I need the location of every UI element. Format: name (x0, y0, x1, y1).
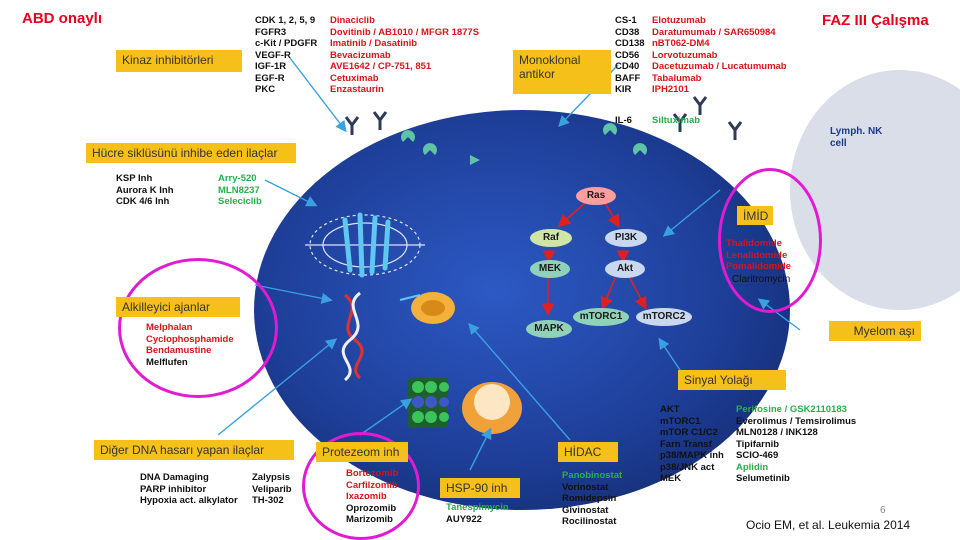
page-number: 6 (880, 505, 886, 516)
aggresome (462, 382, 522, 434)
phase3-header: FAZ III Çalışma (822, 12, 929, 29)
claritromycin-label: Claritromycin (732, 274, 791, 285)
pathway-arrows (541, 202, 647, 317)
tag-signal: Sinyal Yolağı (678, 370, 786, 390)
chromosomes (342, 212, 391, 278)
antibody-icons (344, 96, 743, 140)
tag-proteasome: Protezeom inh (316, 442, 408, 462)
node-mek: MEK (530, 260, 570, 278)
dna-helix (341, 291, 364, 382)
node-pi3k: PI3K (605, 229, 647, 247)
tag-cellcycle: Hücre siklüsünü inhibe eden ilaçlar (86, 143, 296, 163)
node-ras: Ras (576, 187, 616, 205)
tag-hdac: HİDAC (558, 442, 618, 462)
tag-kinase: Kinaz inhibitörleri (116, 50, 242, 72)
receptor-icons (401, 123, 647, 165)
mitotic-spindle (305, 214, 425, 276)
tag-imid: İMİD (737, 206, 773, 225)
tag-monoclonal: Monoklonal antikor (513, 50, 611, 94)
circle-proteasome (302, 432, 420, 540)
nucleosome (399, 292, 455, 324)
approved-header: ABD onaylı (22, 10, 103, 27)
node-raf: Raf (530, 229, 572, 247)
tag-dna-damage: Diğer DNA hasarı yapan ilaçlar (94, 440, 294, 460)
nk-cell (790, 70, 960, 310)
tag-alkylating: Alkilleyici ajanlar (116, 297, 240, 317)
node-mtorc1: mTORC1 (573, 308, 629, 326)
node-mapk: MAPK (526, 320, 572, 338)
tag-myeloma-vaccine: Myelom aşı (829, 321, 921, 341)
myeloma-cell (254, 110, 790, 510)
nk-cell-label: Lymph. NK cell (830, 126, 883, 149)
il6-drug: Siltuximab (652, 115, 701, 126)
citation: Ocio EM, et al. Leukemia 2014 (746, 518, 911, 532)
circle-imid (718, 168, 822, 313)
il6-target: IL-6 (615, 115, 632, 126)
node-mtorc2: mTORC2 (636, 308, 692, 326)
circle-alkylating (118, 258, 278, 398)
proteasome-barrel (408, 378, 449, 428)
tag-hsp90: HSP-90 inh (440, 478, 520, 498)
node-akt: Akt (605, 260, 645, 278)
